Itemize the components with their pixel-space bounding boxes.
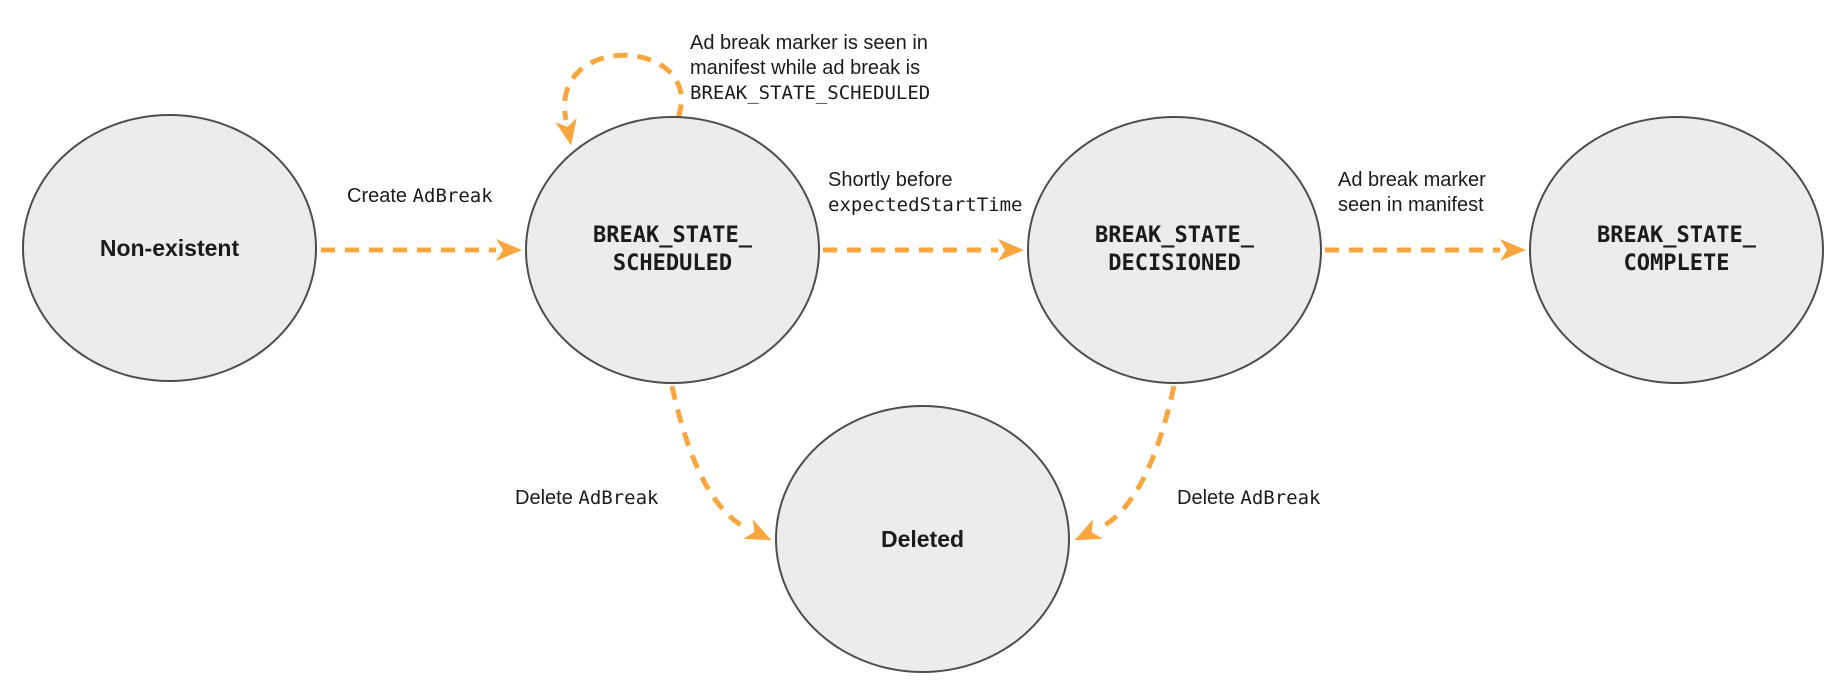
state-label-break-state-decisioned: BREAK_STATE_ DECISIONED bbox=[1095, 223, 1254, 276]
state-label-non-existent: Non-existent bbox=[99, 235, 240, 261]
edge-label-marker-seen: Ad break marker seen in manifest bbox=[1338, 169, 1486, 216]
state-node-break-state-scheduled: BREAK_STATE_ SCHEDULED bbox=[525, 116, 820, 384]
edge-delete-from-decisioned-arrow bbox=[1074, 385, 1177, 541]
edge-self-loop-arrow bbox=[555, 52, 684, 146]
state-node-deleted: Deleted bbox=[775, 405, 1070, 673]
edge-label-delete-adbreak-left: Delete AdBreak bbox=[515, 487, 659, 509]
edge-label-shortly-before: Shortly before expectedStartTime bbox=[828, 169, 1023, 216]
state-node-break-state-complete: BREAK_STATE_ COMPLETE bbox=[1529, 116, 1824, 384]
state-label-deleted: Deleted bbox=[880, 526, 965, 552]
edge-delete-from-scheduled-arrow bbox=[669, 385, 772, 541]
state-label-break-state-scheduled: BREAK_STATE_ SCHEDULED bbox=[593, 223, 752, 276]
state-label-break-state-complete: BREAK_STATE_ COMPLETE bbox=[1597, 223, 1756, 276]
edge-label-create-adbreak: Create AdBreak bbox=[347, 185, 493, 207]
edge-label-delete-adbreak-right: Delete AdBreak bbox=[1177, 487, 1321, 509]
edge-label-self-loop: Ad break marker is seen in manifest whil… bbox=[690, 32, 931, 104]
state-node-non-existent: Non-existent bbox=[22, 114, 317, 382]
state-node-break-state-decisioned: BREAK_STATE_ DECISIONED bbox=[1027, 116, 1322, 384]
